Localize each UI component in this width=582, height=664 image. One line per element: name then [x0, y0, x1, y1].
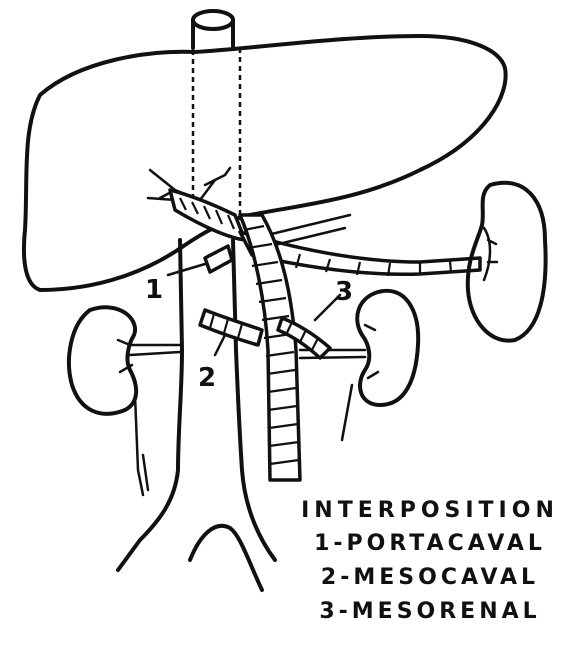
- left-ureter: [342, 385, 352, 440]
- iliac-bifurcation: [190, 526, 262, 590]
- portacaval-pointer: [168, 264, 205, 275]
- label-mesocaval-number: 2: [198, 363, 216, 393]
- ivc-hepatic-segment: [193, 20, 233, 48]
- ivc-dotted-course: [193, 48, 240, 215]
- mesocaval-pointer: [215, 335, 225, 355]
- spleen-hilum: [484, 228, 497, 280]
- label-mesorenal-number: 3: [335, 277, 353, 307]
- left-kidney: [357, 291, 418, 405]
- inferior-vena-cava: [118, 240, 275, 570]
- legend-item-portacaval: 1-PORTACAVAL: [282, 531, 578, 556]
- right-ureter: [135, 395, 148, 495]
- legend-item-mesorenal: 3-MESORENAL: [282, 599, 578, 624]
- portacaval-shunt: [205, 246, 232, 272]
- right-kidney: [69, 307, 136, 414]
- label-portacaval-number: 1: [145, 275, 163, 305]
- ivc-top-opening: [193, 11, 233, 29]
- legend-item-mesocaval: 2-MESOCAVAL: [282, 565, 578, 590]
- legend: INTERPOSITION 1-PORTACAVAL 2-MESOCAVAL 3…: [282, 498, 578, 633]
- legend-title: INTERPOSITION: [282, 498, 578, 523]
